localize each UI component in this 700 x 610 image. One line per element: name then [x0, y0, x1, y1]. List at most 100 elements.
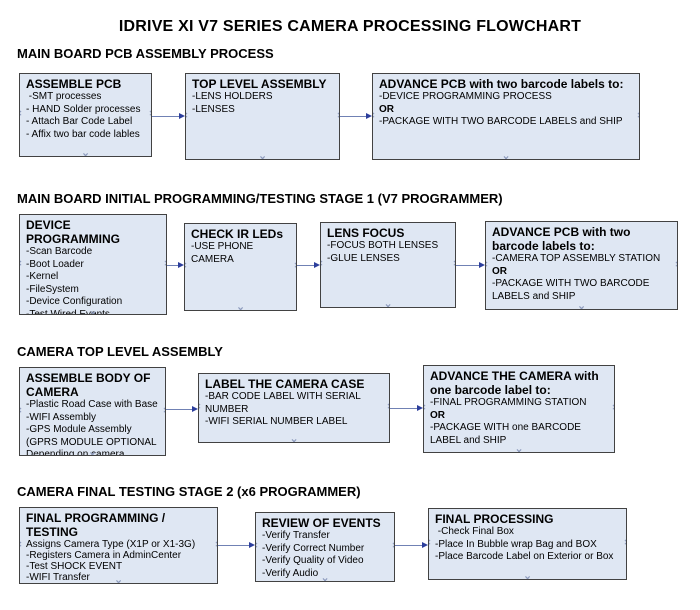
- box-title: FINAL PROCESSING: [435, 512, 554, 526]
- flow-arrow: [340, 112, 372, 121]
- box-line: -BAR CODE LABEL WITH SERIAL NUMBER: [205, 391, 364, 415]
- box-line: Depending on camera version): [26, 449, 125, 456]
- flow-box-check-ir-leds: × × × × CHECK IR LEDs -USE PHONE CAMERA: [184, 223, 297, 311]
- flow-arrow: [218, 541, 255, 550]
- box-line: -Check Final Box: [435, 526, 514, 537]
- connection-point-icon: ×: [612, 403, 614, 414]
- box-line: -Verify Quality of Video: [262, 555, 364, 566]
- box-line: -WIFI Assembly: [26, 411, 97, 423]
- connection-point-icon: ×: [82, 151, 89, 157]
- connection-point-icon: ×: [20, 259, 22, 269]
- box-line: -WIFI SERIAL NUMBER LABEL: [205, 416, 348, 427]
- box-line: -Registers Camera in AdminCenter: [26, 550, 182, 561]
- box-line: -Test Wired Events: [26, 308, 110, 315]
- box-line: -DEVICE PROGRAMMING PROCESS: [379, 91, 552, 102]
- box-line: - Affix two bar code lables: [26, 128, 140, 140]
- connection-point-icon: ×: [524, 574, 531, 580]
- flow-box-advance-pcb-to-programming: × × × × ADVANCE PCB with two barcode lab…: [372, 73, 640, 160]
- section-heading-camera-final-testing: CAMERA FINAL TESTING STAGE 2 (x6 PROGRAM…: [17, 484, 361, 499]
- connection-point-icon: ×: [199, 402, 201, 413]
- connection-point-icon: ×: [20, 540, 22, 550]
- flow-box-final-programming-testing: × × × × FINAL PROGRAMMING / TESTING Assi…: [19, 507, 218, 584]
- box-line: - HAND Solder processes: [26, 103, 141, 115]
- connection-point-icon: ×: [20, 406, 22, 416]
- box-line: -FOCUS BOTH LENSES: [327, 240, 439, 251]
- connection-point-icon: ×: [373, 111, 375, 121]
- box-title: FINAL PROGRAMMING / TESTING: [26, 511, 166, 539]
- box-line: -SMT processes: [26, 91, 102, 102]
- box-line: -Scan Barcode: [26, 246, 93, 257]
- box-line: -Test SHOCK EVENT: [26, 561, 123, 572]
- connection-point-icon: ×: [259, 154, 266, 160]
- connection-point-icon: ×: [424, 403, 426, 414]
- box-line: -FileSystem: [26, 283, 79, 295]
- connection-point-icon: ×: [186, 111, 188, 121]
- box-line: -LENS HOLDERS: [192, 91, 273, 102]
- box-title: LABEL THE CAMERA CASE: [205, 377, 365, 391]
- flow-arrow: [395, 541, 428, 550]
- box-line: -Boot Loader: [26, 258, 84, 270]
- connection-point-icon: ×: [637, 111, 639, 121]
- box-title: ADVANCE THE CAMERA with one barcode labe…: [430, 369, 599, 397]
- box-line: - Attach Bar Code Label: [26, 116, 133, 127]
- box-title: CHECK IR LEDs: [191, 227, 284, 241]
- box-line: -GPS Module Assembly: [26, 424, 132, 435]
- connection-point-icon: ×: [516, 447, 522, 453]
- box-title: ASSEMBLE BODY OF CAMERA: [26, 371, 151, 399]
- box-line: -Verify Transfer: [262, 530, 330, 541]
- box-line: -Verify Correct Number: [262, 542, 365, 554]
- connection-point-icon: ×: [624, 538, 626, 549]
- flow-box-final-processing: × × × × FINAL PROCESSING -Check Final Bo…: [428, 508, 627, 580]
- box-line: -Place In Bubble wrap Bag and BOX: [435, 538, 597, 550]
- box-line: (GPRS MODULE OPTIONAL: [26, 436, 157, 448]
- box-title: DEVICE PROGRAMMING: [26, 218, 120, 246]
- box-title: LENS FOCUS: [327, 226, 405, 240]
- box-line: -FINAL PROGRAMMING STATION: [430, 397, 587, 408]
- box-line: OR: [430, 409, 445, 421]
- connection-point-icon: ×: [578, 304, 585, 310]
- box-line: -WIFI Transfer: [26, 572, 90, 583]
- box-line: -GPS Function: [26, 583, 212, 584]
- connection-point-icon: ×: [429, 538, 431, 549]
- flow-box-advance-pcb-to-camera-top: × × × × ADVANCE PCB with two barcode lab…: [485, 221, 678, 310]
- box-line: -GLUE LENSES: [327, 252, 400, 264]
- connection-point-icon: ×: [486, 260, 488, 270]
- box-title: ADVANCE PCB with two barcode labels to:: [492, 225, 631, 253]
- flow-arrow: [390, 404, 423, 413]
- box-line: -LENSES: [192, 103, 235, 115]
- flow-box-device-programming: × × × × DEVICE PROGRAMMING -Scan Barcode…: [19, 214, 167, 315]
- box-title: ADVANCE PCB with two barcode labels to:: [379, 77, 624, 91]
- box-line: -PACKAGE WITH TWO BARCODE LABELS and SHI…: [492, 278, 653, 302]
- connection-point-icon: ×: [20, 109, 22, 120]
- box-line: -CAMERA TOP ASSEMBLY STATION: [492, 253, 661, 264]
- box-line: Assigns Camera Type (X1P or X1-3G): [26, 539, 196, 550]
- box-line: OR: [379, 103, 394, 115]
- box-line: -PACKAGE WITH one BARCODE LABEL and SHIP: [430, 422, 584, 446]
- flow-box-assemble-pcb: × × × × ASSEMBLE PCB -SMT processes - HA…: [19, 73, 152, 157]
- box-line: -Place Barcode Label on Exterior or Box: [435, 551, 614, 562]
- box-line: -PACKAGE WITH TWO BARCODE LABELS and SHI…: [379, 116, 623, 127]
- section-heading-main-board-pcb-assembly: MAIN BOARD PCB ASSEMBLY PROCESS: [17, 46, 274, 61]
- flow-arrow: [297, 261, 320, 270]
- flow-box-advance-the-camera: × × × × ADVANCE THE CAMERA with one barc…: [423, 365, 615, 453]
- box-line: -Device Configuration: [26, 296, 123, 307]
- flow-box-top-level-assembly: × × × × TOP LEVEL ASSEMBLY -LENS HOLDERS…: [185, 73, 340, 160]
- box-line: -USE PHONE CAMERA: [191, 241, 257, 265]
- section-heading-camera-top-level-assembly: CAMERA TOP LEVEL ASSEMBLY: [17, 344, 223, 359]
- connection-point-icon: ×: [256, 541, 258, 552]
- flow-box-review-of-events: × × × × REVIEW OF EVENTS -Verify Transfe…: [255, 512, 395, 582]
- flow-arrow: [167, 261, 184, 270]
- flow-box-lens-focus: × × × × LENS FOCUS -FOCUS BOTH LENSES -G…: [320, 222, 456, 308]
- box-title: TOP LEVEL ASSEMBLY: [192, 77, 327, 91]
- box-title: ASSEMBLE PCB: [26, 77, 122, 91]
- connection-point-icon: ×: [237, 305, 244, 311]
- connection-point-icon: ×: [385, 302, 391, 308]
- section-heading-initial-programming-testing: MAIN BOARD INITIAL PROGRAMMING/TESTING S…: [17, 191, 503, 206]
- connection-point-icon: ×: [321, 259, 323, 270]
- box-line: -Plastic Road Case with Base: [26, 399, 158, 410]
- connection-point-icon: ×: [675, 260, 677, 270]
- box-line: OR: [492, 265, 507, 277]
- box-title: REVIEW OF EVENTS: [262, 516, 381, 530]
- flow-arrow: [456, 261, 485, 270]
